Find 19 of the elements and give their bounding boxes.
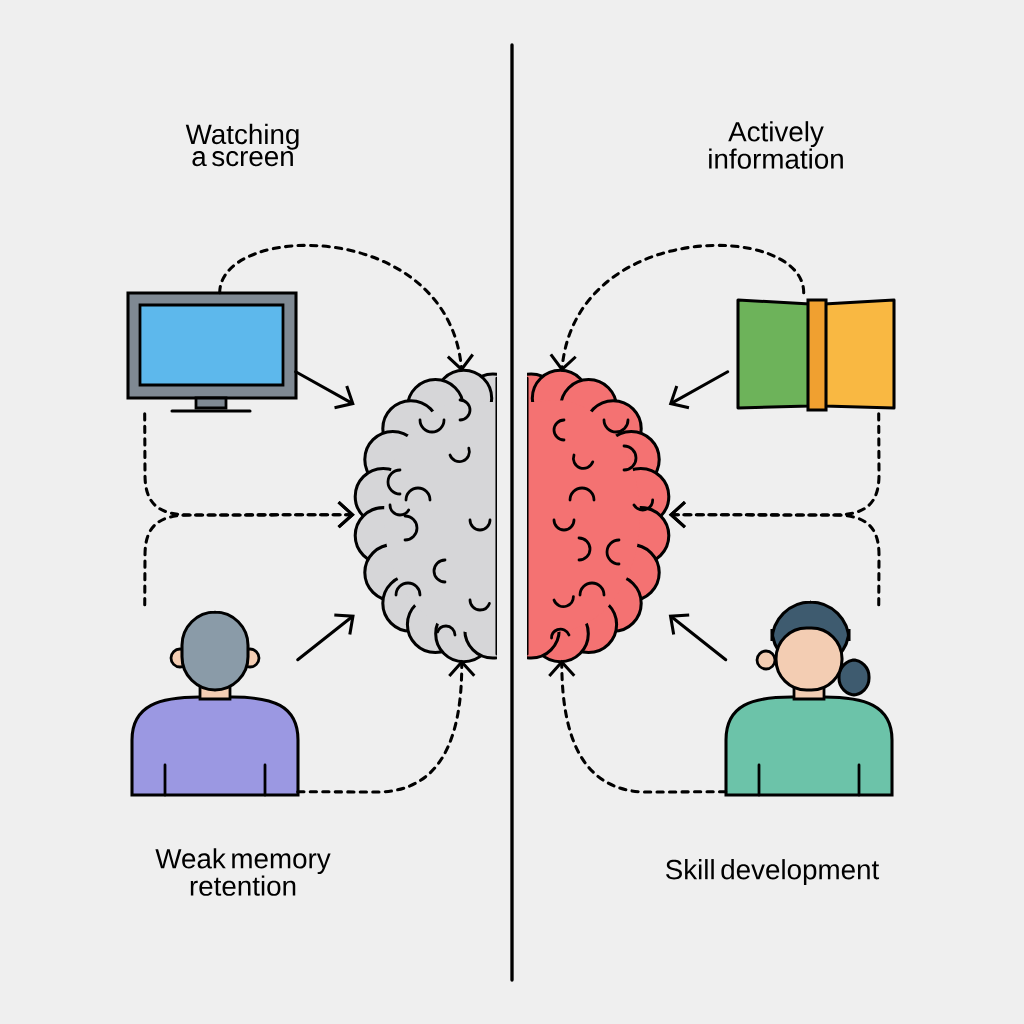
heading: Skill development [665, 859, 880, 885]
arrow [296, 613, 355, 662]
heading: Actively information [709, 121, 843, 169]
monitor-icon [126, 291, 298, 413]
arrow [668, 370, 730, 410]
brain-drawing [527, 368, 671, 664]
arrow [668, 501, 881, 607]
arrow [548, 659, 728, 794]
heading: Weak memory retention [155, 848, 331, 896]
book-icon [736, 298, 896, 412]
person-drawing [724, 600, 894, 797]
arrow [143, 501, 355, 607]
arrow [668, 613, 728, 662]
arrow [549, 243, 806, 372]
heading: Watching a screen [185, 123, 299, 167]
arrow [218, 243, 474, 372]
person-drawing [130, 610, 300, 797]
arrow [296, 659, 476, 794]
arrow [294, 370, 355, 410]
